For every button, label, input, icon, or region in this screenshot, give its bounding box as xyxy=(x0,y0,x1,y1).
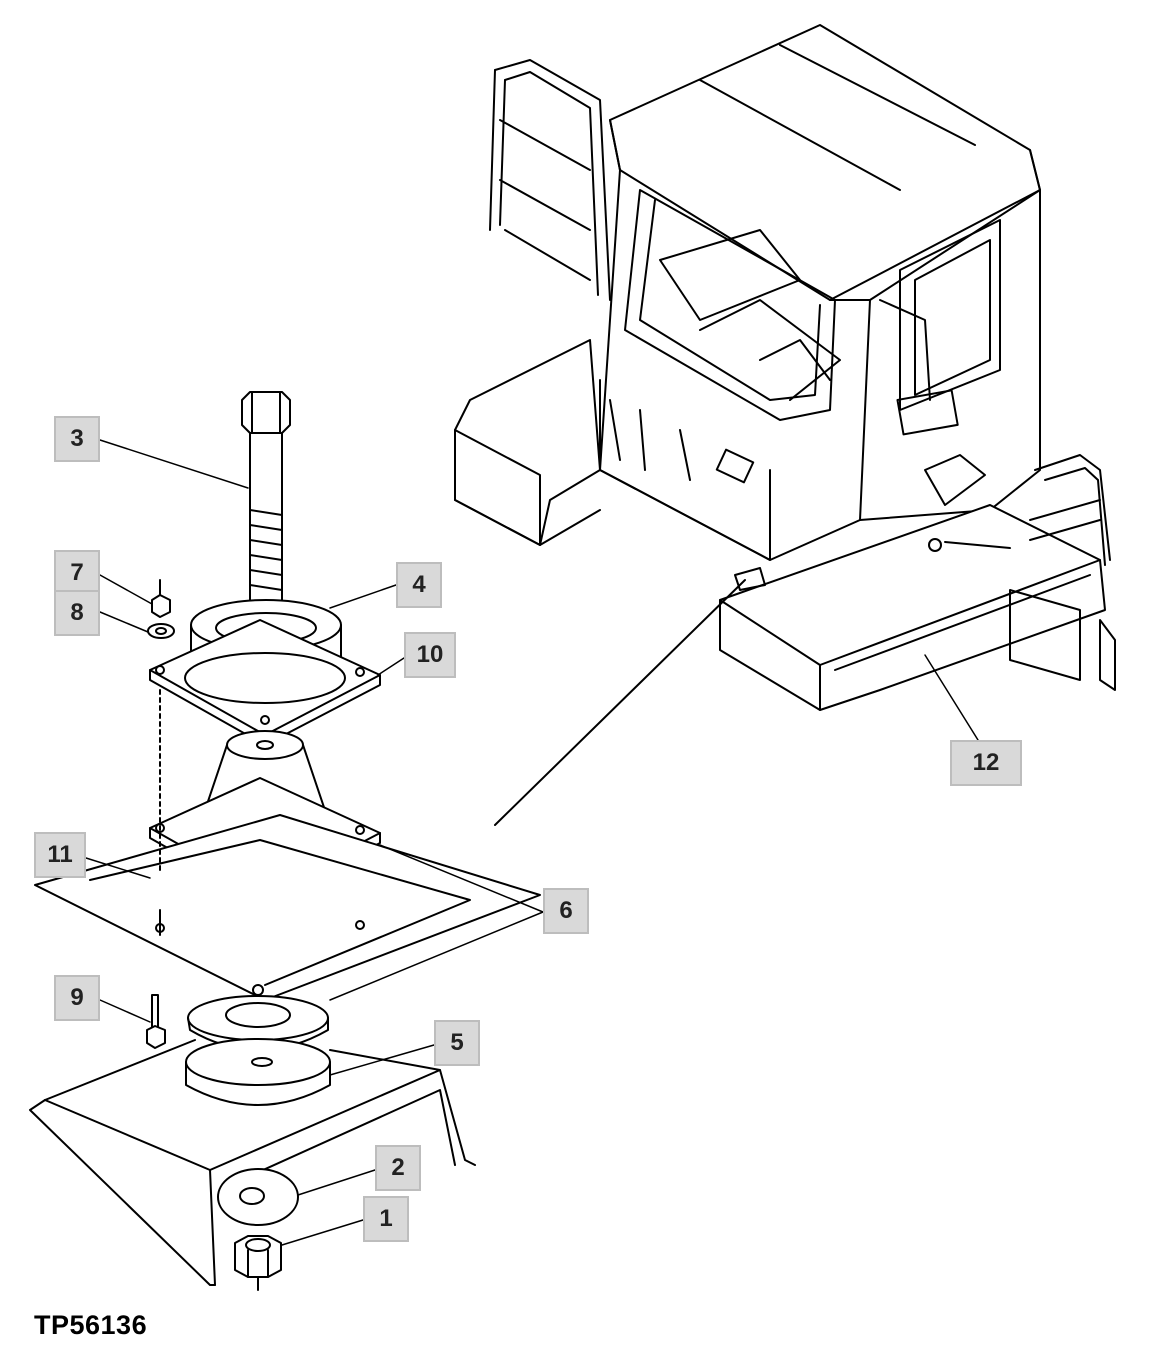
callout-12: 12 xyxy=(950,740,1022,786)
callout-leader-lines xyxy=(85,439,979,1246)
callout-6: 6 xyxy=(543,888,589,934)
callout-11: 11 xyxy=(34,832,86,878)
figure-id-label: TP56136 xyxy=(34,1310,148,1340)
callout-10: 10 xyxy=(404,632,456,678)
assembly-leader-line xyxy=(494,579,746,826)
callout-5: 5 xyxy=(434,1020,480,1066)
callout-3: 3 xyxy=(54,416,100,462)
callout-9: 9 xyxy=(54,975,100,1021)
callout-1: 1 xyxy=(363,1196,409,1242)
cab-mount-assembly xyxy=(29,391,541,1291)
callout-8: 8 xyxy=(54,590,100,636)
machine-cab-illustration xyxy=(454,24,1116,711)
callout-2: 2 xyxy=(375,1145,421,1191)
callout-4: 4 xyxy=(396,562,442,608)
